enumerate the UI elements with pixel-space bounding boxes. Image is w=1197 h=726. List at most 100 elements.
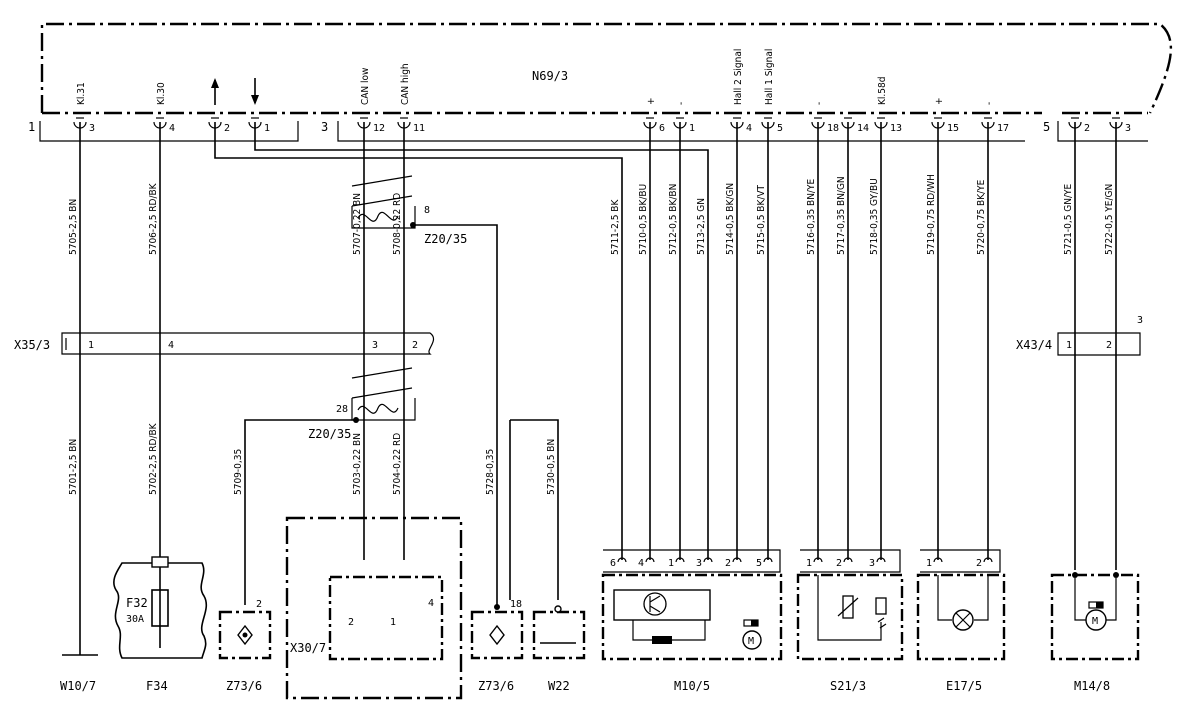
z73-right-pin: 18 (510, 599, 522, 610)
pin-number: 15 (947, 123, 959, 134)
wire-label: 5706-2,5 RD/BK (148, 182, 159, 255)
w10-label: W10/7 (60, 679, 96, 693)
component-pin: 3 (869, 558, 875, 569)
wire-label: 5718-0,35 GY/BU (869, 178, 880, 255)
motor-icon: M (742, 619, 762, 650)
pin-signal-label: Kl.30 (156, 82, 167, 105)
pin-p3r: 3 (1109, 117, 1131, 135)
pin-number: 13 (890, 123, 902, 134)
pin-p4b: 4 Hall 2 Signal (730, 49, 752, 135)
z73-left-label: Z73/6 (226, 679, 262, 693)
splice-z20-upper-node: 8 (424, 205, 430, 216)
pin-p2r: 2 (1068, 117, 1090, 135)
z73-left (218, 610, 272, 660)
pin-signal-label: - (676, 102, 687, 105)
pin-signal-label: Hall 1 Signal (764, 49, 775, 105)
wire-label: 5702-2,5 RD/BK (148, 422, 159, 495)
arrow-up-icon (211, 78, 219, 105)
pin-number: 5 (777, 123, 783, 134)
pin-number: 2 (1084, 123, 1090, 134)
fuse-icon (113, 556, 208, 659)
pin-p5: 5 Hall 1 Signal (761, 49, 783, 135)
wire-label: 5707-0,22 BN (352, 193, 363, 255)
pin-signal-label: Hall 2 Signal (733, 49, 744, 105)
arrow-down-icon (251, 78, 259, 105)
pin-pu: 2 (208, 117, 230, 135)
z73-right-label: Z73/6 (478, 679, 514, 693)
wire-label: 5705-2,5 BN (68, 199, 79, 255)
pin-number: 3 (1125, 123, 1131, 134)
x30-7 (285, 516, 463, 700)
x35-pin-4: 4 (168, 340, 174, 351)
m14-label: M14/8 (1074, 679, 1110, 693)
group-label-3: 3 (321, 120, 328, 134)
splice-z20-lower-node: 28 (336, 404, 348, 415)
pin-number: 6 (659, 123, 665, 134)
pin-signal-label: Kl.58d (877, 77, 888, 105)
x30-number: 4 (428, 598, 434, 609)
pin-p1: 1- (673, 102, 695, 135)
pin-number: 4 (746, 123, 752, 134)
component-pin: 2 (836, 558, 842, 569)
x35-pin-3: 3 (372, 340, 378, 351)
x43-number: 3 (1137, 315, 1143, 326)
wire-label: 5701-2,5 BN (68, 439, 79, 495)
pin-number: 4 (169, 123, 175, 134)
x35-pin-2: 2 (412, 340, 418, 351)
x35-label: X35/3 (14, 338, 50, 352)
pin-p6: 6+ (643, 97, 665, 135)
pin-signal-label: - (814, 102, 825, 105)
splice-z20-upper-label: Z20/35 (424, 232, 467, 246)
wire-label: 5722-0,5 YE/GN (1104, 184, 1115, 255)
pin-p18: 18- (811, 102, 839, 135)
wire-label: 5714-0,5 BK/GN (725, 183, 736, 255)
wire-label: 5728-0,35 (485, 449, 496, 495)
control-unit-n69-3: N69/3 1 3 5 (28, 22, 1173, 142)
wire-label: 5720-0,75 BK/YE (976, 179, 987, 255)
group-label-1: 1 (28, 120, 35, 134)
wire-label: 5712-0,5 BK/BN (668, 184, 679, 255)
pin-signal-label: Kl.31 (76, 82, 87, 105)
fuse-rating: 30A (126, 614, 144, 625)
z73-left-pin: 2 (256, 599, 262, 610)
s21-3 (796, 549, 904, 661)
pin-p13: 13 Kl.58d (874, 77, 902, 135)
wire-label: 5715-0,5 BK/VT (756, 184, 767, 255)
pin-pd: 1 (248, 117, 270, 135)
wire-label: 5709-0,35 (233, 449, 244, 495)
e17-5 (916, 549, 1006, 661)
transistor-icon (643, 592, 667, 616)
m14-8: M (1050, 572, 1140, 661)
component-pin: 1 (668, 558, 674, 569)
pin-number: 2 (224, 123, 230, 134)
pin-number: 1 (689, 123, 695, 134)
component-pin: 5 (756, 558, 762, 569)
x30-label: X30/7 (290, 641, 326, 655)
x30-pin-2: 2 (348, 617, 354, 628)
x43-label: X43/4 (1016, 338, 1052, 352)
wire-label: 5719-0,75 RD/WH (926, 174, 937, 255)
pin-signal-label: - (984, 102, 995, 105)
splice-z20-lower-label: Z20/35 (308, 427, 351, 441)
x35-pin-1: 1 (88, 340, 94, 351)
wire-label: 5704-0,22 RD (392, 433, 403, 495)
component-pin: 6 (610, 558, 616, 569)
pin-signal-label: + (646, 97, 657, 105)
pin-p17: 17- (981, 102, 1009, 135)
connector-x35-3: X35/3 1 4 3 2 (14, 332, 435, 355)
pin-p4: 4 Kl.30 (153, 82, 175, 135)
w22-ground (532, 605, 586, 660)
wire-lines (79, 135, 1117, 655)
pin-number: 14 (857, 123, 869, 134)
group-label-5: 5 (1043, 120, 1050, 134)
x43-pin-1: 1 (1066, 340, 1072, 351)
m10-label: M10/5 (674, 679, 710, 693)
